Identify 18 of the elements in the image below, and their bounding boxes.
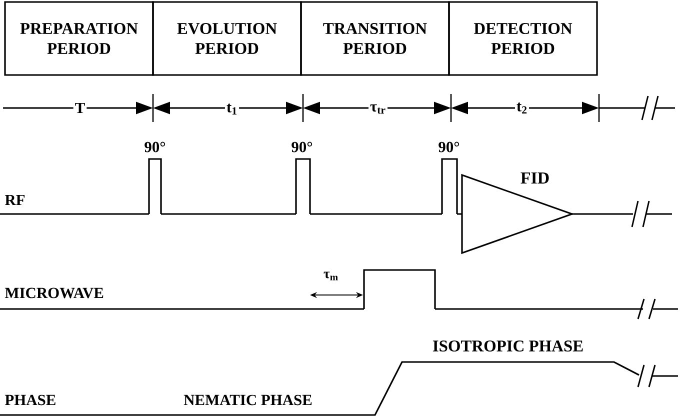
pulse-angle-label: 90° (438, 142, 460, 152)
interval-label: τ$_{tr}$ (368, 102, 388, 116)
channel-label: PHASE (4, 394, 56, 406)
channel-label: MICROWAVE (4, 288, 104, 298)
pulse-angle-label: 90° (144, 142, 166, 152)
period-box: TRANSITION PERIOD (300, 1, 450, 76)
interval-label: τ$_{m}$ (324, 272, 338, 280)
interval-label: t$_{1}$ (224, 102, 240, 116)
phase-label: NEMATIC PHASE (184, 394, 312, 406)
interval-label: t$_{2}$ (514, 101, 530, 115)
signal-label: FID (520, 172, 549, 184)
period-box: PREPARATION PERIOD (4, 1, 154, 76)
phase-label: ISOTROPIC PHASE (432, 340, 583, 352)
period-box: EVOLUTION PERIOD (152, 1, 302, 76)
channel-label: RF (4, 194, 25, 206)
pulse-angle-label: 90° (292, 142, 312, 152)
interval-label: T (73, 101, 87, 115)
period-box: DETECTION PERIOD (448, 1, 598, 76)
